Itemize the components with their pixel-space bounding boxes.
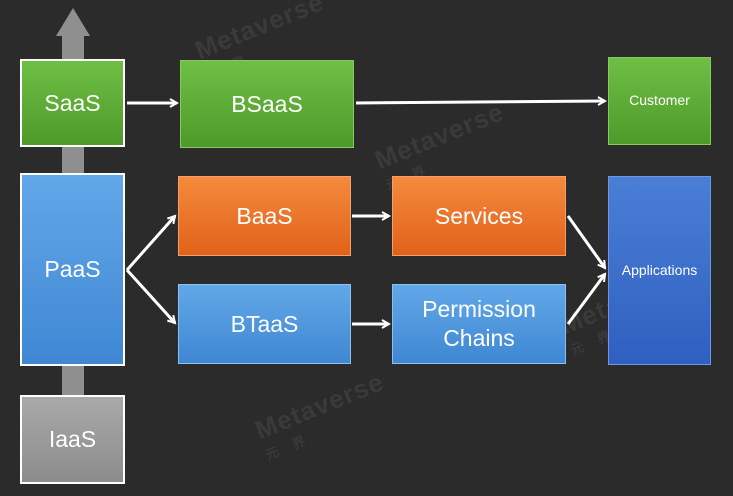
services-label: Services	[434, 202, 524, 229]
arrow-permission-chains-to-applications	[566, 274, 607, 325]
arrow-paas-to-btaas	[125, 268, 175, 323]
saas-box[interactable]: SaaS	[20, 59, 125, 147]
customer-box[interactable]: Customer	[608, 57, 711, 145]
applications-label: Applications	[621, 261, 698, 278]
btaas-label: BTaaS	[230, 310, 299, 337]
arrow-paas-to-baas	[125, 216, 175, 271]
permission-chains-box[interactable]: Permission Chains	[392, 284, 566, 364]
paas-box[interactable]: PaaS	[20, 173, 125, 366]
bsaas-box[interactable]: BSaaS	[180, 60, 354, 148]
iaas-box[interactable]: IaaS	[20, 395, 125, 484]
stack-arrow-head	[56, 8, 90, 36]
baas-label: BaaS	[236, 202, 293, 229]
bsaas-label: BSaaS	[231, 90, 303, 117]
arrow-services-to-applications	[566, 215, 607, 268]
services-box[interactable]: Services	[392, 176, 566, 256]
arrow-bsaas-to-customer	[355, 101, 605, 103]
permission-chains-label: Permission Chains	[422, 296, 536, 351]
saas-label: SaaS	[44, 89, 101, 116]
btaas-box[interactable]: BTaaS	[178, 284, 351, 364]
baas-box[interactable]: BaaS	[178, 176, 351, 256]
applications-box[interactable]: Applications	[608, 176, 711, 365]
customer-label: Customer	[629, 92, 690, 109]
iaas-label: IaaS	[48, 426, 97, 453]
paas-label: PaaS	[44, 256, 101, 283]
